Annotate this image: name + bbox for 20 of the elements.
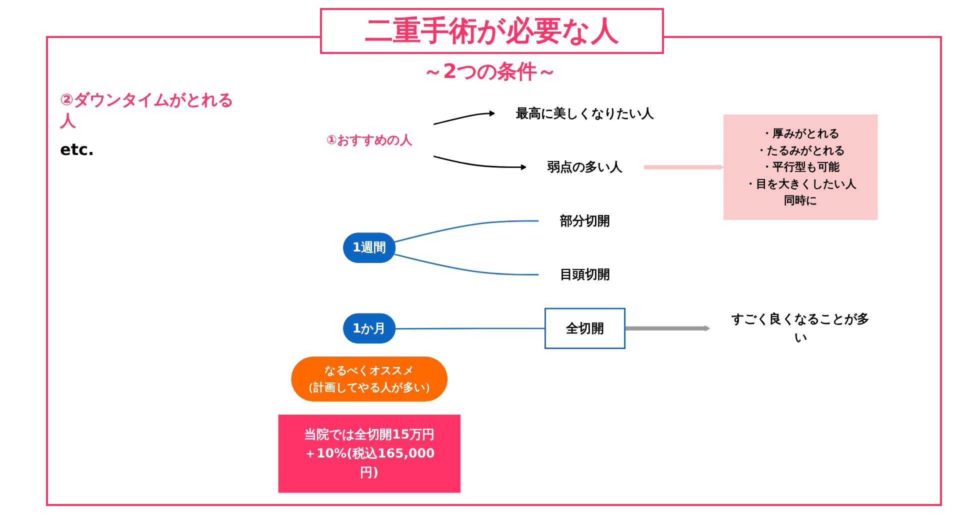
connector <box>394 220 539 243</box>
connector <box>394 254 539 276</box>
connector <box>396 328 546 330</box>
node-text: ①おすすめの人 <box>326 133 412 148</box>
arrow <box>624 325 710 332</box>
node-text: すごく良くなることが多い <box>732 312 870 346</box>
title-box: 二重手術が必要な人 <box>320 8 664 54</box>
node-text: 目頭切開 <box>560 267 610 282</box>
node-text: 最高に美しくなりたい人 <box>516 106 654 121</box>
subtitle: ～2つの条件～ <box>422 58 558 85</box>
node-box: 全切開 <box>544 308 626 349</box>
node-box: ・厚みがとれる ・たるみがとれる ・平行型も可能 ・目を大きくしたい人 同時に <box>724 114 878 220</box>
note-text: etc. <box>60 140 96 159</box>
node-text: 部分切開 <box>560 214 610 228</box>
arrow <box>433 156 527 170</box>
arrow <box>433 110 496 126</box>
node-text: 弱点の多い人 <box>547 160 623 175</box>
arrow <box>644 164 724 170</box>
heading-text: ②ダウンタイムがとれる人 <box>60 90 235 132</box>
node-box: 当院では全切開15万円＋10%(税込165,000円) <box>278 414 460 493</box>
